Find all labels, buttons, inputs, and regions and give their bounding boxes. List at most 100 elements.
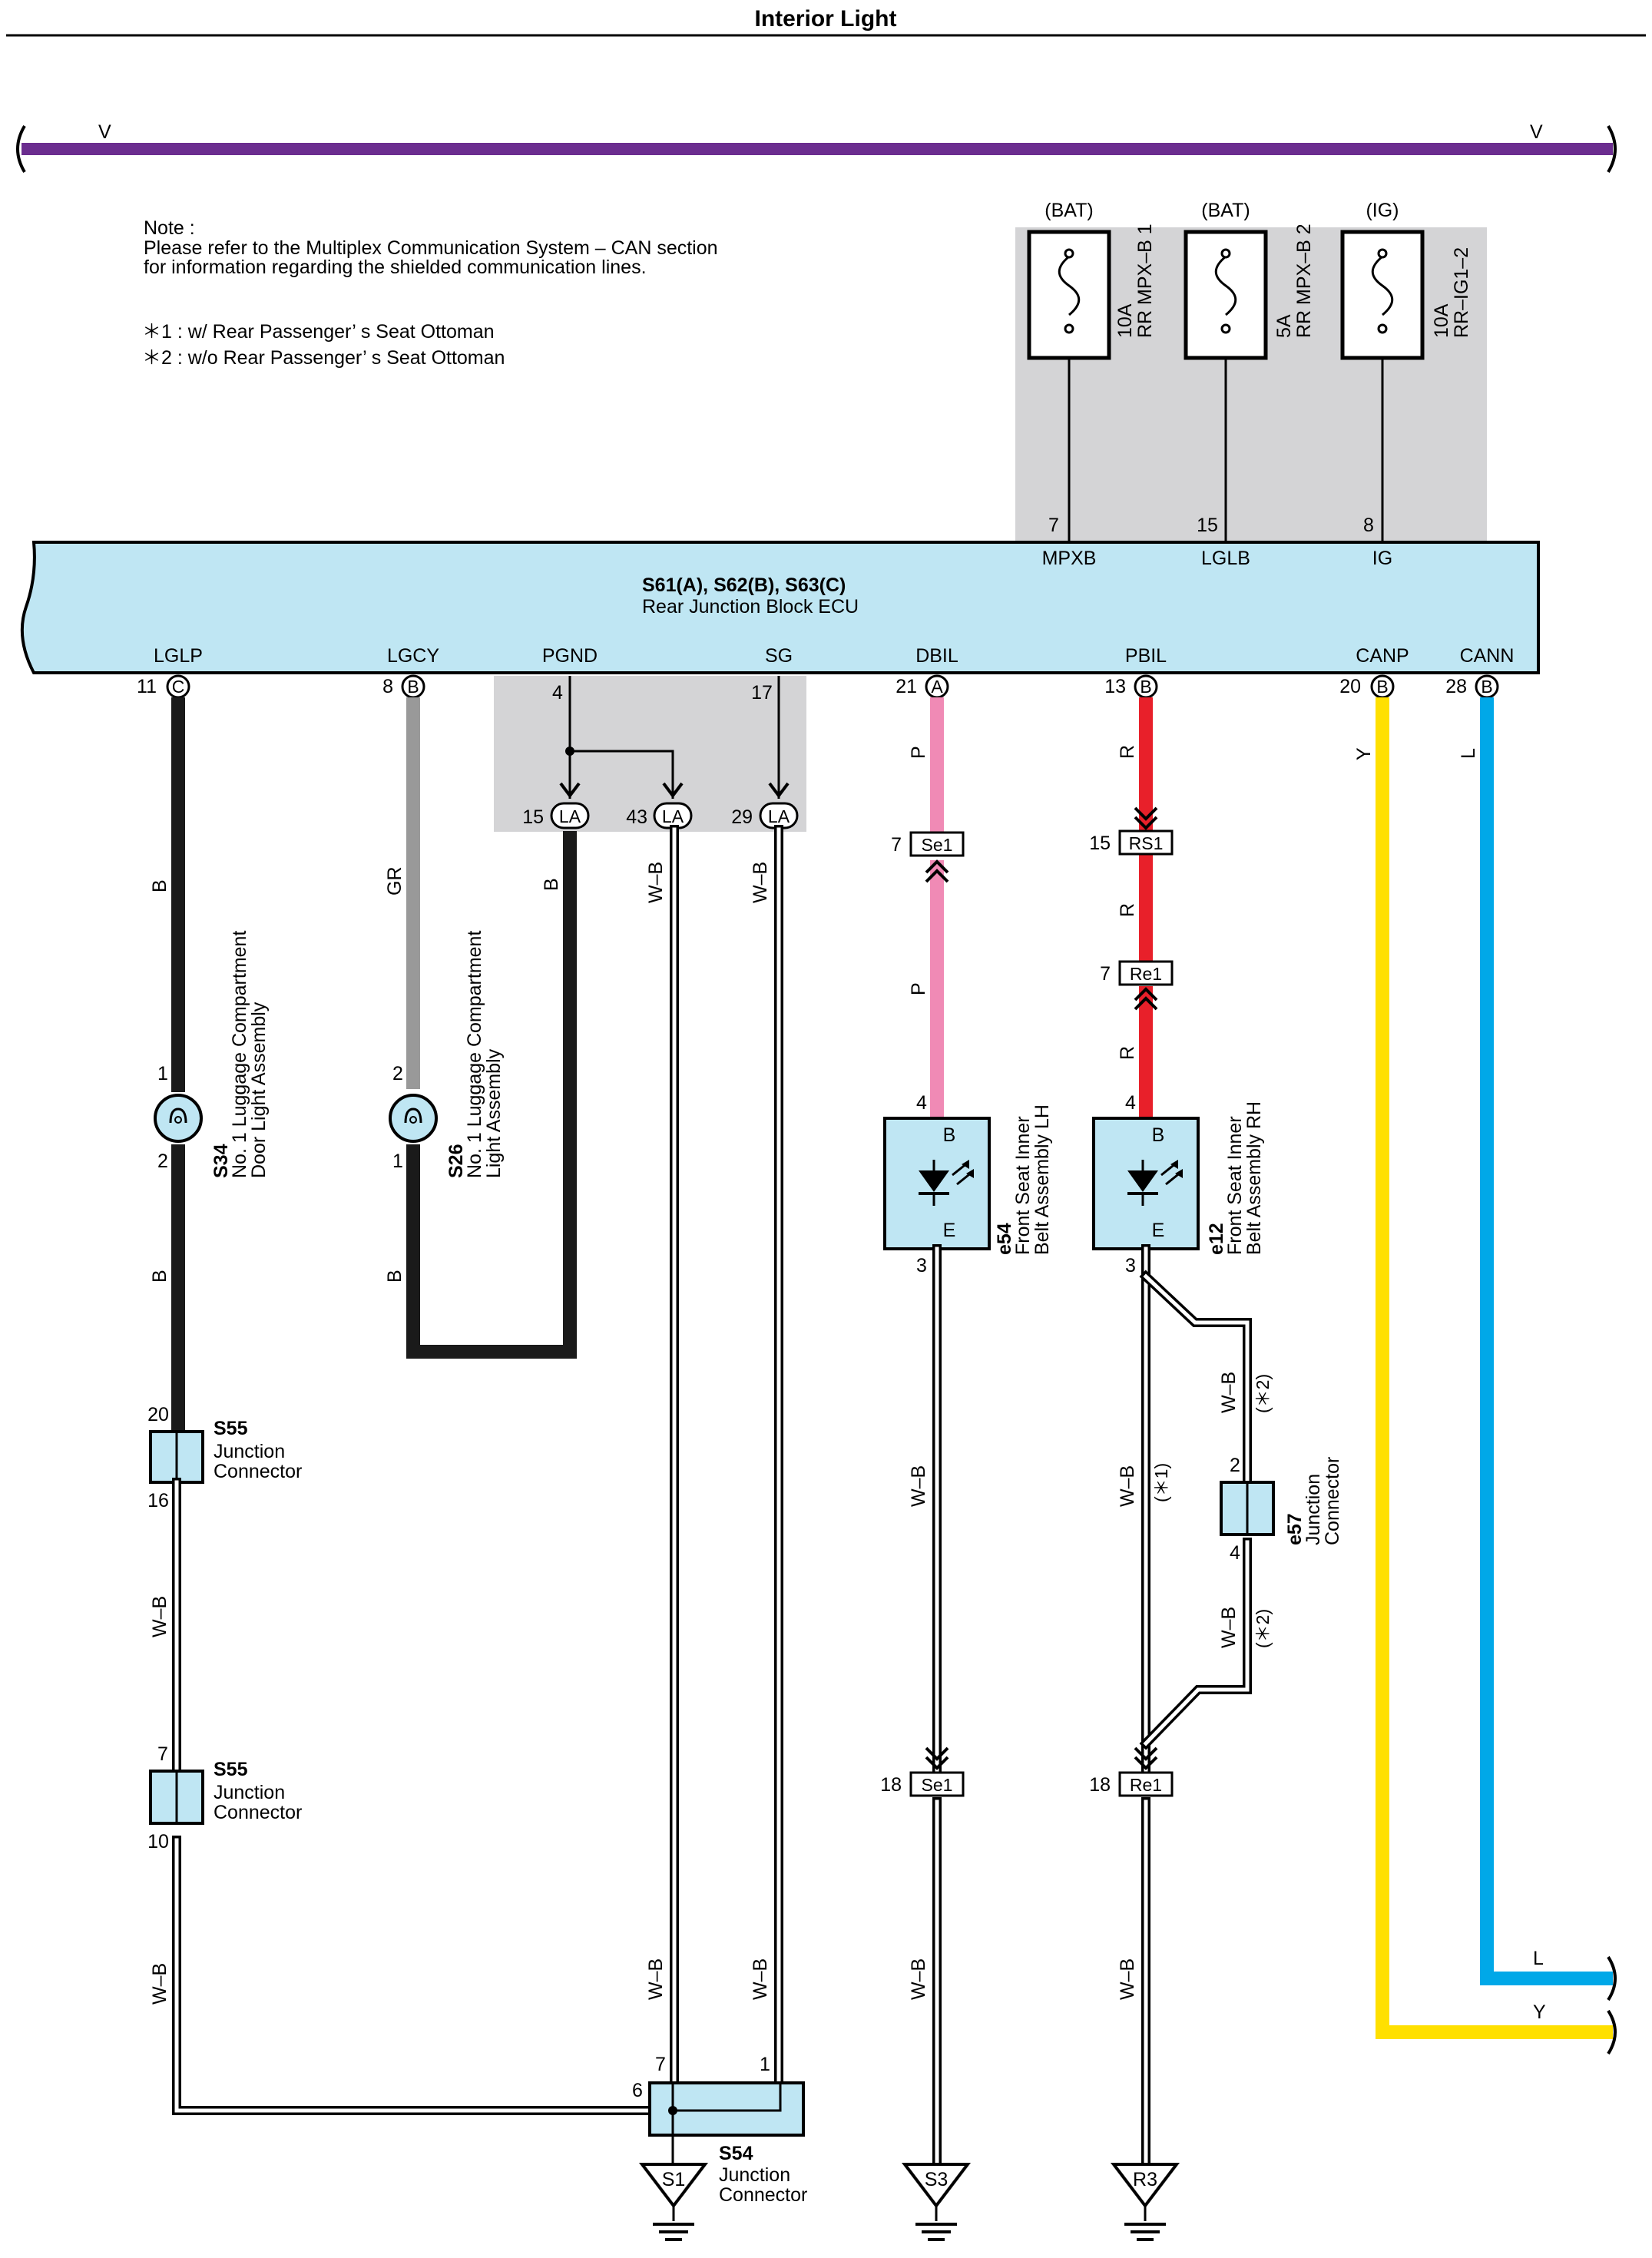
bus-v: V V <box>16 121 1617 174</box>
belt-name: Belt Assembly LH <box>1031 1104 1053 1255</box>
pin-number: 8 <box>382 676 393 697</box>
lamp-name: Door Light Assembly <box>248 1002 270 1178</box>
variant-label: (＊2) <box>1253 1374 1273 1413</box>
pin-number: 7 <box>891 834 902 856</box>
terminal-e: E <box>1152 1220 1165 1241</box>
belt-code: e54 <box>994 1223 1015 1255</box>
belt-code: e12 <box>1206 1223 1227 1255</box>
ecu-terminal-lglb: LGLB <box>1201 548 1250 569</box>
wire-color: W–B <box>645 862 667 903</box>
ground-s1: S1 <box>638 2163 709 2241</box>
wire-lgcy: GR B B <box>384 697 577 1359</box>
conn-letter: C <box>172 677 185 697</box>
connector-label: RS1 <box>1129 833 1164 853</box>
belt-name: Belt Assembly RH <box>1243 1101 1265 1255</box>
wire-color: W–B <box>1117 1958 1138 2000</box>
junction-s54: 6 7 1 S54 Junction Connector <box>632 2054 807 2206</box>
pin-number: 17 <box>751 682 773 704</box>
terminal-e: E <box>943 1220 956 1241</box>
wire-color: W–B <box>645 1958 667 2000</box>
fuse-rating: 5A <box>1273 314 1295 338</box>
pin-number: 7 <box>655 2054 666 2075</box>
ecu-terminal: DBIL <box>915 645 958 667</box>
pin-number: 43 <box>626 806 647 828</box>
conn-letter: B <box>1140 677 1151 697</box>
junction-code: S54 <box>719 2143 753 2164</box>
wire-wb-e54: W–B W–B <box>908 1244 949 2172</box>
ground-label: R3 <box>1133 2169 1157 2190</box>
belt-light-e12: B E 4 3 e12 Front Seat Inner Belt Assemb… <box>1092 1092 1265 1276</box>
wire-color: P <box>908 982 929 995</box>
pin-number: 3 <box>1125 1255 1136 1276</box>
junction-code: S55 <box>214 1759 248 1780</box>
wire-color: W–B <box>1117 1465 1138 1507</box>
wire-color: W–B <box>1218 1607 1240 1648</box>
conn-letter: A <box>931 677 943 697</box>
fuse-name: RR–IG1–2 <box>1451 247 1472 338</box>
ground-label: S1 <box>662 2169 686 2190</box>
pin-number: 4 <box>1125 1092 1136 1114</box>
junction-name: Connector <box>214 1461 302 1482</box>
wire-color: P <box>908 746 929 759</box>
junction-s55-b: 7 10 S55 Junction Connector <box>147 1743 302 1852</box>
ecu-terminal-ig: IG <box>1372 548 1392 569</box>
junction-e57: 2 4 e57 Junction Connector <box>1220 1455 1343 1564</box>
note: Note : Please refer to the Multiplex Com… <box>142 217 718 369</box>
connector-label: Se1 <box>922 835 953 855</box>
connector-se1-bottom: Se1 18 <box>880 1771 965 1797</box>
break-marks <box>1607 1955 1617 2055</box>
pin-number: 7 <box>157 1743 168 1765</box>
terminal-b: B <box>943 1124 956 1146</box>
lamp-name: No. 1 Luggage Compartment <box>464 931 485 1178</box>
wire-color: Y <box>1533 2001 1546 2023</box>
wire-color: W–B <box>149 1963 170 2005</box>
junction-code: S55 <box>214 1418 248 1439</box>
ecu-terminal: LGCY <box>387 645 439 667</box>
belt-light-e54: B E 4 3 e54 Front Seat Inner Belt Assemb… <box>883 1092 1053 1276</box>
pin-number: 6 <box>632 2080 643 2101</box>
conn-letter: B <box>1376 677 1388 697</box>
pin-number: 4 <box>916 1092 927 1114</box>
wire-wb-e12: W–B (＊1) W–B (＊2) W–B (＊2) W–B <box>1117 1244 1273 2172</box>
wire-wb-s55: W–B W–B <box>149 1478 667 2115</box>
junction-name: Connector <box>719 2184 807 2206</box>
pin-number: 11 <box>137 676 157 697</box>
pin-number: 15 <box>1089 833 1111 854</box>
junction-name: Junction <box>214 1441 285 1462</box>
pin-number: 7 <box>1100 963 1111 985</box>
wire-pbil: R R R <box>1117 697 1158 1120</box>
footnote-2: ＊2 : w/o Rear Passenger’ s Seat Ottoman <box>142 347 505 369</box>
wire-color: B <box>149 879 170 892</box>
wire-lglp: B B <box>149 697 185 1435</box>
ecu-terminal: PBIL <box>1125 645 1167 667</box>
shield-shade <box>494 676 806 832</box>
junction-name: Junction <box>1303 1474 1324 1545</box>
wire-color: W–B <box>149 1596 170 1637</box>
pin-number: 16 <box>147 1490 169 1511</box>
la-connectors: LA LA LA 15 43 29 <box>522 782 799 829</box>
ecu-terminal-mpxb: MPXB <box>1042 548 1097 569</box>
pin-number: 18 <box>880 1774 902 1796</box>
junction-code: e57 <box>1284 1513 1306 1545</box>
fuse-pin: 8 <box>1363 515 1374 536</box>
pin-number: 1 <box>760 2054 770 2075</box>
connector-label: Re1 <box>1130 1775 1162 1795</box>
note-line: Please refer to the Multiplex Communicat… <box>144 237 718 259</box>
la-label: LA <box>662 806 684 826</box>
ecu-terminal: SG <box>765 645 793 667</box>
pin-number: 4 <box>552 682 563 704</box>
wire-color: GR <box>384 867 406 896</box>
wire-color: W–B <box>908 1465 929 1507</box>
ground-r3: R3 <box>1110 2163 1180 2241</box>
ecu-code: S61(A), S62(B), S63(C) <box>642 574 846 596</box>
junction-name: Junction <box>719 2164 790 2186</box>
wire-cann: L L <box>1458 697 1613 1985</box>
connector-se1-top: Se1 7 <box>891 831 965 857</box>
junction-name: Connector <box>1322 1457 1343 1545</box>
pin-number: 2 <box>157 1151 168 1172</box>
wire-color: W–B <box>908 1958 929 2000</box>
wire-dbil: P P <box>908 697 949 1120</box>
fuse-1: (BAT) 10A RR MPX–B 1 7 <box>1027 200 1156 542</box>
connector-rs1: RS1 15 <box>1089 829 1174 856</box>
pin-number: 20 <box>1339 676 1361 697</box>
